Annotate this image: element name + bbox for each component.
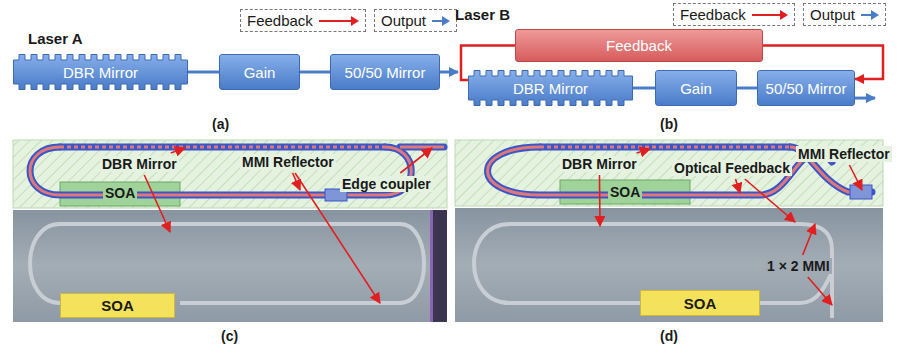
legend-box: Feedback — [240, 9, 366, 32]
node-text: SOA — [684, 295, 717, 312]
panel-letter: (a) — [212, 116, 229, 132]
legend-sample — [861, 9, 879, 21]
legend-box: Feedback — [673, 3, 795, 26]
node-text: Gain — [244, 64, 276, 81]
callout-label: SOA — [608, 184, 642, 200]
callout-label: Optical Feedback — [672, 160, 792, 176]
node-text: SOA — [101, 297, 134, 314]
legend-sample — [319, 15, 359, 27]
callout-label: MMI Reflector — [240, 154, 336, 170]
waveguide-link — [188, 71, 219, 74]
callout-label: DBR Mirror — [100, 156, 179, 172]
node-text: DBR Mirror — [63, 64, 138, 81]
output-arrow — [440, 71, 458, 74]
output-arrow — [855, 97, 875, 100]
node-text: Gain — [680, 80, 712, 97]
leader-arrow — [849, 165, 862, 190]
laser-name: Laser B — [455, 6, 510, 23]
node-text: 50/50 Mirror — [345, 64, 426, 81]
feedback-box: Feedback — [515, 29, 763, 62]
waveguide-link — [633, 87, 655, 90]
leader-arrow — [144, 175, 170, 232]
legend-text: Feedback — [247, 12, 313, 29]
dbr-mirror-box: DBR Mirror — [468, 70, 633, 106]
legend-box: Output — [374, 9, 457, 32]
component-box: Gain — [219, 54, 300, 90]
panel-letter: (d) — [660, 328, 678, 344]
node-text: Feedback — [606, 37, 672, 54]
legend-box: Output — [803, 3, 886, 26]
panel-letter: (b) — [660, 116, 678, 132]
callout-label: 1 × 2 MMI — [765, 258, 832, 274]
waveguide-link — [300, 71, 330, 74]
callout-label: DBR Mirror — [560, 156, 639, 172]
leader-arrow — [808, 277, 832, 305]
soa-pad: SOA — [640, 290, 760, 316]
leader-arrow — [803, 224, 815, 255]
layout-c — [13, 140, 447, 208]
legend-text: Output — [381, 12, 426, 29]
waveguide-link — [737, 87, 757, 90]
photo-d — [455, 208, 883, 322]
dbr-mirror-box: DBR Mirror — [13, 54, 188, 90]
leader-arrow — [171, 148, 185, 153]
leader-arrow — [636, 149, 650, 153]
soa-pad: SOA — [60, 293, 175, 318]
node-text: DBR Mirror — [513, 80, 588, 97]
laser-name: Laser A — [28, 30, 82, 47]
component-box: 50/50 Mirror — [757, 70, 855, 106]
component-box: Gain — [655, 70, 737, 106]
legend-sample — [752, 9, 788, 21]
leader-arrow — [599, 175, 601, 226]
leader-arrow — [400, 148, 432, 173]
callout-label: SOA — [103, 185, 137, 201]
callout-label: MMI Reflector — [796, 146, 892, 162]
leader-arrow — [736, 179, 740, 193]
leader-arrow — [745, 179, 795, 222]
component-box: 50/50 Mirror — [330, 54, 440, 90]
legend-text: Feedback — [680, 6, 746, 23]
leader-arrow — [295, 173, 380, 303]
legend-sample — [432, 15, 450, 27]
photo-c — [13, 210, 447, 322]
panel-letter: (c) — [221, 328, 238, 344]
callout-label: Edge coupler — [340, 176, 433, 192]
legend-text: Output — [810, 6, 855, 23]
node-text: 50/50 Mirror — [766, 80, 847, 97]
